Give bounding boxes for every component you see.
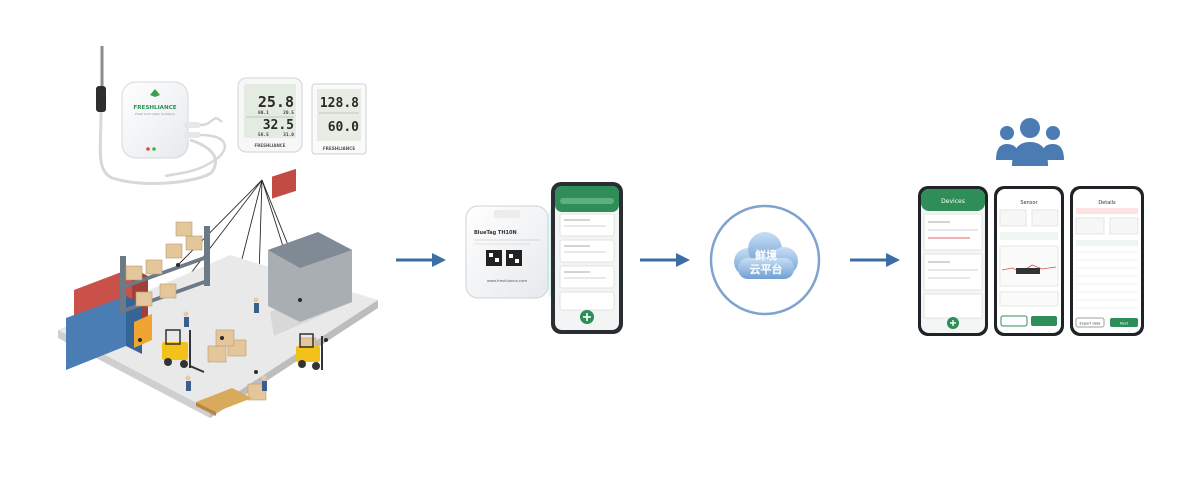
display1-temp-top: 25.8 <box>258 93 294 111</box>
status-led-green <box>152 147 156 151</box>
qr-code-icon <box>486 250 522 266</box>
app-screen-dashboard: Devices <box>918 186 988 336</box>
display2-temp-top: 128.8 <box>320 96 359 111</box>
display1-temp-bottom: 32.5 <box>263 118 294 133</box>
display-sensor-1: 25.8 80.1 20.5 32.5 56.5 31.0 FRESHLIANC… <box>237 77 303 153</box>
gateway-tagline: Fresh Cold Chain Solutions <box>135 112 175 116</box>
cloud-icon <box>734 232 798 279</box>
forklift-right <box>296 333 323 370</box>
smartphone-scan <box>551 182 623 334</box>
arrow-2-icon <box>640 253 690 267</box>
bluetooth-logger-device: BlueTag TH10N www.freshliance.com <box>465 205 549 299</box>
gateway-brand: FRESHLIANCE <box>133 105 176 111</box>
cloud-label-line2: 云平台 <box>750 262 783 276</box>
app-screen-table: Details Export data Next <box>1070 186 1144 336</box>
display1-sub-top-b: 20.5 <box>283 110 294 116</box>
cloud-platform: 鲜境 云平台 <box>709 204 821 316</box>
display1-brand: FRESHLIANCE <box>255 143 286 148</box>
gateway-device: FRESHLIANCE Fresh Cold Chain Solutions <box>121 81 227 178</box>
app-screen3-title: Details <box>1098 200 1116 206</box>
arrow-3-icon <box>850 253 900 267</box>
workers <box>183 297 267 391</box>
cardboard-boxes <box>207 329 317 401</box>
data-table <box>1076 251 1138 309</box>
sensor-nodes <box>138 263 328 374</box>
logger-model: BlueTag TH10N <box>474 230 517 236</box>
download-arrow-icon <box>582 294 592 308</box>
pallet <box>196 388 252 416</box>
app-screen2-title: Sensor <box>1020 200 1038 206</box>
forklift-left <box>162 329 205 373</box>
status-led-red <box>146 147 150 151</box>
brand-leaf-icon <box>150 89 160 97</box>
add-device-icon[interactable] <box>580 310 594 324</box>
display2-temp-bottom: 60.0 <box>328 120 359 135</box>
storage-shelves <box>120 221 210 314</box>
export-data-button[interactable]: Export data <box>1079 322 1100 326</box>
app-header-title: Devices <box>941 198 965 205</box>
app-add-icon[interactable] <box>947 317 959 329</box>
users-group-icon <box>996 118 1064 166</box>
cloud-label-line1: 鲜境 <box>755 248 777 262</box>
display1-sub-bottom-a: 56.5 <box>258 132 269 138</box>
display2-brand: FRESHLIANCE <box>323 146 356 151</box>
probe-sensor <box>96 46 217 186</box>
warehouse-illustration <box>58 168 378 418</box>
next-button[interactable]: Next <box>1120 322 1129 326</box>
display-sensor-2: 128.8 60.0 FRESHLIANCE <box>311 83 367 155</box>
arrow-1-icon <box>396 253 446 267</box>
display1-sub-top-a: 80.1 <box>258 110 269 116</box>
logger-website: www.freshliance.com <box>487 278 528 283</box>
app-screen-chart: Sensor <box>994 186 1064 336</box>
display1-sub-bottom-b: 31.0 <box>283 132 294 138</box>
